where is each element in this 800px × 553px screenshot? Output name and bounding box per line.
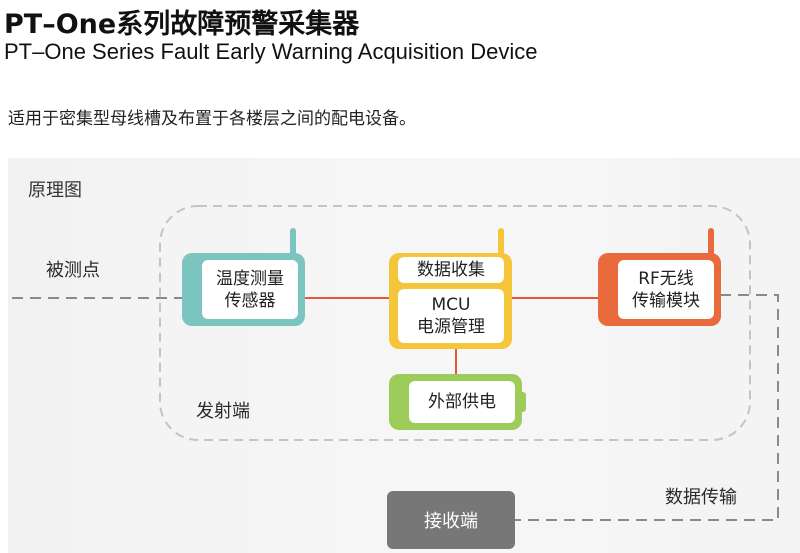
rf-label-line2: 传输模块 bbox=[632, 290, 700, 311]
sensor-label-line1: 温度测量 bbox=[216, 268, 284, 289]
mcu-module: 数据收集 MCU 电源管理 bbox=[389, 253, 512, 349]
external-power-module: 外部供电 bbox=[389, 374, 522, 430]
power-label: 外部供电 bbox=[428, 392, 496, 412]
measured-point-label: 被测点 bbox=[46, 260, 100, 281]
transmitter-label: 发射端 bbox=[196, 401, 250, 422]
rf-label-line1: RF无线 bbox=[638, 268, 694, 289]
diagram-panel: 原理图 bbox=[8, 158, 800, 553]
mcu-data-collection-label: 数据收集 bbox=[417, 260, 485, 280]
mcu-label-line2: 电源管理 bbox=[417, 317, 485, 337]
data-transmission-label: 数据传输 bbox=[665, 487, 737, 508]
receiver-box: 接收端 bbox=[387, 491, 515, 549]
panel-title: 原理图 bbox=[28, 180, 82, 201]
sensor-label-line2: 传感器 bbox=[224, 290, 276, 311]
receiver-label: 接收端 bbox=[424, 511, 478, 532]
description-text: 适用于密集型母线槽及布置于各楼层之间的配电设备。 bbox=[8, 109, 416, 129]
mcu-antenna bbox=[498, 228, 504, 254]
page-title: PT–One系列故障预警采集器 bbox=[4, 9, 360, 40]
power-battery-terminal bbox=[520, 392, 526, 412]
rf-receiver-link bbox=[515, 294, 779, 521]
transmitter-boundary bbox=[159, 205, 751, 441]
rf-antenna bbox=[708, 228, 714, 254]
sensor-antenna bbox=[290, 228, 296, 254]
rf-module: RF无线 传输模块 bbox=[598, 253, 721, 326]
mcu-label-line1: MCU bbox=[431, 295, 471, 315]
temperature-sensor-module: 温度测量 传感器 bbox=[182, 253, 305, 326]
page-subtitle: PT–One Series Fault Early Warning Acquis… bbox=[4, 39, 538, 64]
